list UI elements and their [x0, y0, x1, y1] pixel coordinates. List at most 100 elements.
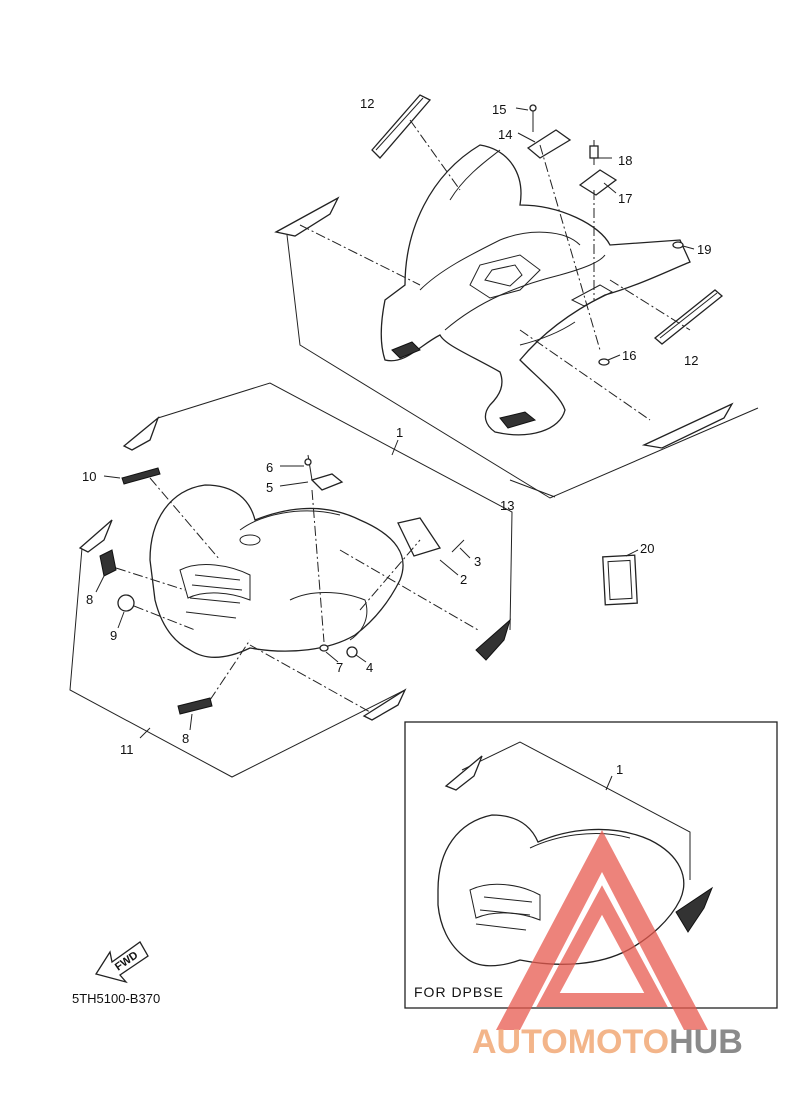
callout-6: 6 — [266, 460, 273, 475]
label-plate — [570, 284, 614, 307]
callout-10: 10 — [82, 469, 96, 484]
callout-5: 5 — [266, 480, 273, 495]
leader-1 — [391, 439, 399, 456]
inset-decal-upper — [444, 755, 483, 791]
leader-8a — [95, 575, 105, 593]
callout-15: 15 — [492, 102, 506, 117]
grille-line-2 — [191, 584, 243, 591]
plate-17 — [578, 169, 618, 196]
inset-grille-3 — [475, 923, 527, 931]
rear-fender-body — [380, 144, 691, 436]
plate-2 — [397, 517, 442, 557]
fender-contour-1 — [419, 231, 581, 291]
callout-9: 9 — [110, 628, 117, 643]
decal-11-lower — [362, 688, 407, 721]
front-fender-outline-11 — [69, 547, 406, 778]
leader-7 — [325, 651, 339, 663]
front-fender-contour-1 — [239, 510, 341, 531]
leader-1-inset — [605, 775, 613, 791]
leader-17 — [603, 182, 617, 194]
callout-2: 2 — [460, 572, 467, 587]
leader-10 — [103, 475, 121, 479]
leader-20 — [625, 549, 639, 557]
decal-11-upper — [78, 519, 113, 553]
leader-4 — [355, 654, 367, 663]
callout-1: 1 — [396, 425, 403, 440]
side-cover-strip-12-left — [371, 94, 432, 159]
watermark-triangle-outer — [496, 830, 708, 1030]
grille-line-3 — [189, 597, 241, 604]
front-fender-group — [69, 382, 513, 778]
label-20-inner — [607, 559, 633, 601]
inset-headlight — [469, 883, 541, 921]
callout-14: 14 — [498, 127, 512, 142]
reflector-8-upper — [99, 549, 117, 577]
fwd-arrow: FWD — [94, 941, 149, 984]
leader-8b — [189, 713, 193, 731]
plate-14 — [526, 129, 572, 159]
leader-11-in — [249, 644, 371, 713]
strip-12-left-detail — [375, 97, 424, 151]
inset-frame — [404, 721, 778, 1009]
leader-14 — [517, 132, 536, 143]
watermark-moto: MOTO — [568, 1023, 669, 1061]
front-fender-body — [149, 484, 404, 658]
mudflap-left — [391, 341, 421, 359]
inset-grille-2 — [479, 909, 531, 916]
fender-contour-4 — [519, 321, 576, 346]
leader-12b — [609, 279, 691, 331]
watermark-text: AUTOMOTOHUB — [472, 1023, 743, 1061]
callout-8-upper: 8 — [86, 592, 93, 607]
leader-3 — [459, 547, 471, 559]
leader-2-in — [359, 539, 421, 611]
leader-9 — [117, 611, 125, 629]
strip-10 — [121, 467, 161, 485]
callout-16: 16 — [622, 348, 636, 363]
leader-13-right — [519, 329, 651, 421]
inset-contour — [529, 833, 631, 849]
leader-15 — [515, 107, 529, 111]
decal-1-upper — [122, 415, 160, 451]
fwd-arrow-shape — [94, 941, 149, 984]
leader-1-side — [339, 549, 479, 631]
label-20 — [602, 554, 638, 606]
callout-8-lower: 8 — [182, 731, 189, 746]
callout-7: 7 — [336, 660, 343, 675]
inset-caption: FOR DPBSE — [414, 984, 504, 1000]
leader-5 — [279, 481, 309, 487]
leader-2 — [439, 559, 459, 576]
leader-11 — [139, 727, 151, 739]
decal-1-side — [475, 618, 511, 661]
cap-9 — [117, 594, 135, 612]
reflector-8-lower — [177, 697, 213, 715]
watermark-triangle-inner — [536, 885, 668, 1007]
callout-19: 19 — [697, 242, 711, 257]
callout-20: 20 — [640, 541, 654, 556]
nut-4 — [346, 646, 358, 658]
screw-18-body — [589, 145, 599, 159]
label-20-group — [602, 549, 639, 606]
inset-decal-side — [675, 886, 714, 933]
leader-13 — [509, 479, 556, 498]
grille-line-4 — [185, 611, 237, 619]
leader-13-left — [299, 224, 421, 286]
screw-15-head — [529, 104, 537, 112]
storage-box-inner — [484, 264, 523, 287]
leader-5-down — [311, 489, 325, 643]
grommet-19 — [672, 241, 684, 249]
watermark-hub: HUB — [669, 1023, 743, 1061]
callout-18: 18 — [618, 153, 632, 168]
callout-12-top: 12 — [360, 96, 374, 111]
callout-3: 3 — [474, 554, 481, 569]
storage-box — [469, 254, 541, 299]
strip-12-right-detail — [659, 292, 718, 339]
mudflap-right — [499, 411, 537, 429]
callout-17: 17 — [618, 191, 632, 206]
inset-outline — [461, 741, 691, 880]
plate-5 — [310, 473, 344, 491]
fender-contour-3 — [449, 149, 501, 201]
callout-13: 13 — [500, 498, 514, 513]
leader-9-in — [133, 605, 196, 631]
leader-16 — [607, 354, 621, 361]
